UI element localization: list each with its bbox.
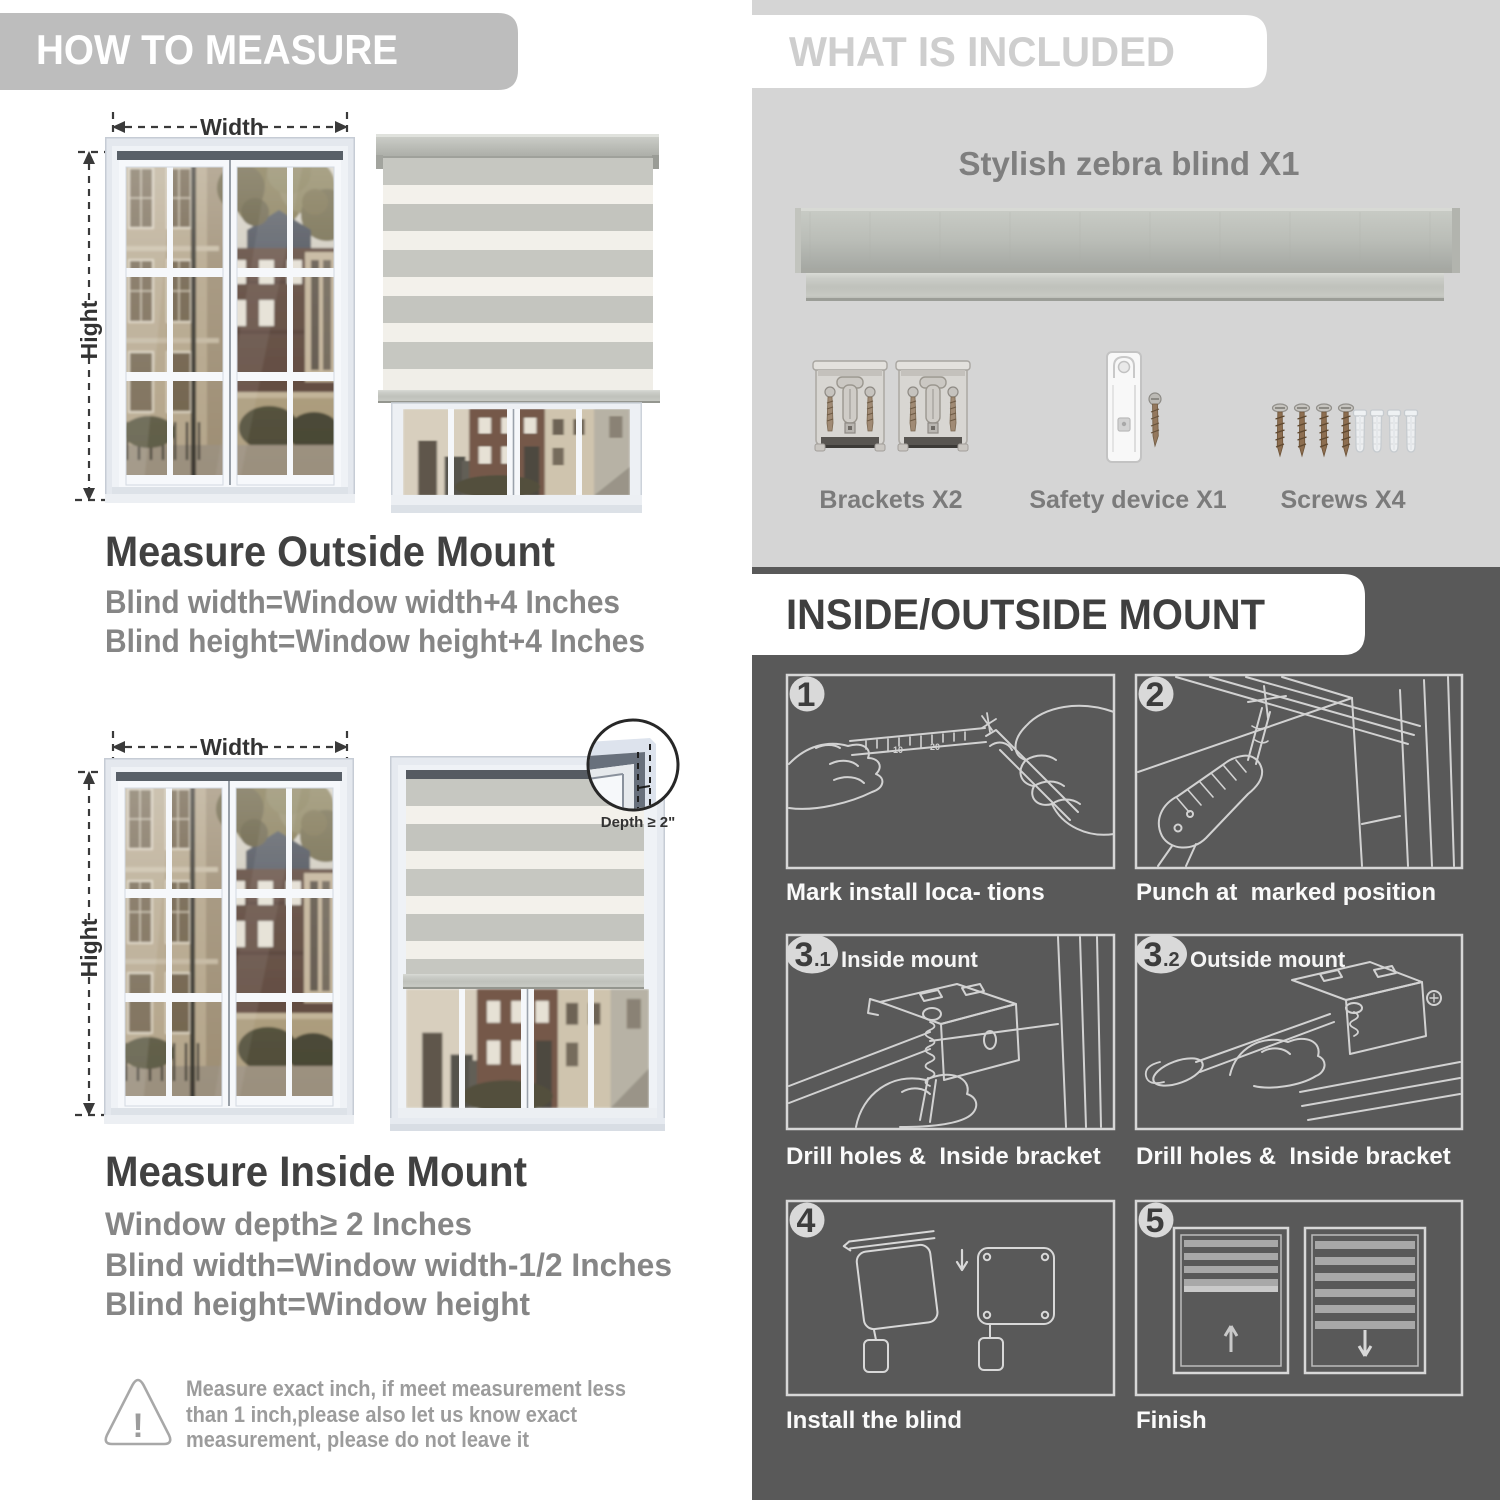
svg-text:WHAT IS INCLUDED: WHAT IS INCLUDED (789, 28, 1175, 75)
svg-text:HOW TO MEASURE: HOW TO MEASURE (36, 26, 398, 73)
svg-text:Screws X4: Screws X4 (1280, 486, 1405, 514)
svg-text:Depth ≥ 2": Depth ≥ 2" (601, 814, 676, 831)
svg-text:Brackets X2: Brackets X2 (819, 486, 962, 514)
svg-text:2: 2 (1146, 676, 1165, 714)
svg-text:Stylish zebra blind X1: Stylish zebra blind X1 (958, 145, 1299, 182)
svg-text:Measure exact inch, if meet me: Measure exact inch, if meet measurement … (186, 1376, 626, 1401)
svg-text:5: 5 (1146, 1202, 1165, 1240)
svg-text:Install the blind: Install the blind (786, 1407, 962, 1434)
svg-text:Finish: Finish (1136, 1407, 1207, 1434)
svg-text:Drill holes & Inside bracket: Drill holes & Inside bracket (1136, 1143, 1451, 1170)
svg-text:1: 1 (797, 676, 816, 714)
svg-text:Blind width=Window width-1/2 I: Blind width=Window width-1/2 Inches (105, 1247, 672, 1283)
svg-text:20: 20 (930, 742, 940, 752)
svg-text:Safety device X1: Safety device X1 (1029, 486, 1226, 514)
svg-text:Drill holes & Inside bracket: Drill holes & Inside bracket (786, 1143, 1101, 1170)
svg-text:measurement, please do not lea: measurement, please do not leave it (186, 1427, 529, 1452)
svg-text:Measure Outside Mount: Measure Outside Mount (105, 528, 555, 576)
svg-text:.1: .1 (814, 949, 831, 971)
svg-text:3: 3 (795, 936, 814, 974)
svg-text:Blind height=Window height+4 I: Blind height=Window height+4 Inches (105, 623, 645, 659)
svg-text:Blind height=Window height: Blind height=Window height (105, 1286, 530, 1322)
svg-text:Blind width=Window width+4 Inc: Blind width=Window width+4 Inches (105, 584, 620, 620)
svg-text:INSIDE/OUTSIDE MOUNT: INSIDE/OUTSIDE MOUNT (786, 591, 1265, 639)
svg-text:4: 4 (797, 1202, 816, 1240)
svg-text:Hight: Hight (76, 300, 102, 359)
svg-text:10: 10 (893, 745, 903, 755)
svg-text:Outside mount: Outside mount (1190, 947, 1346, 972)
svg-text:Width: Width (200, 114, 264, 140)
svg-text:Mark install loca- tions: Mark install loca- tions (786, 879, 1045, 906)
svg-text:3: 3 (1144, 936, 1163, 974)
svg-text:Width: Width (200, 734, 264, 760)
svg-text:than 1 inch,please also let us: than 1 inch,please also let us know exac… (186, 1402, 577, 1427)
svg-text:Measure Inside Mount: Measure Inside Mount (105, 1148, 527, 1196)
svg-text:Hight: Hight (76, 918, 102, 977)
svg-text:.2: .2 (1163, 949, 1180, 971)
svg-text:Punch at marked position: Punch at marked position (1136, 879, 1436, 906)
svg-text:Window depth≥ 2 Inches: Window depth≥ 2 Inches (105, 1206, 472, 1242)
svg-text:!: ! (132, 1407, 143, 1445)
svg-text:Inside mount: Inside mount (841, 947, 979, 972)
